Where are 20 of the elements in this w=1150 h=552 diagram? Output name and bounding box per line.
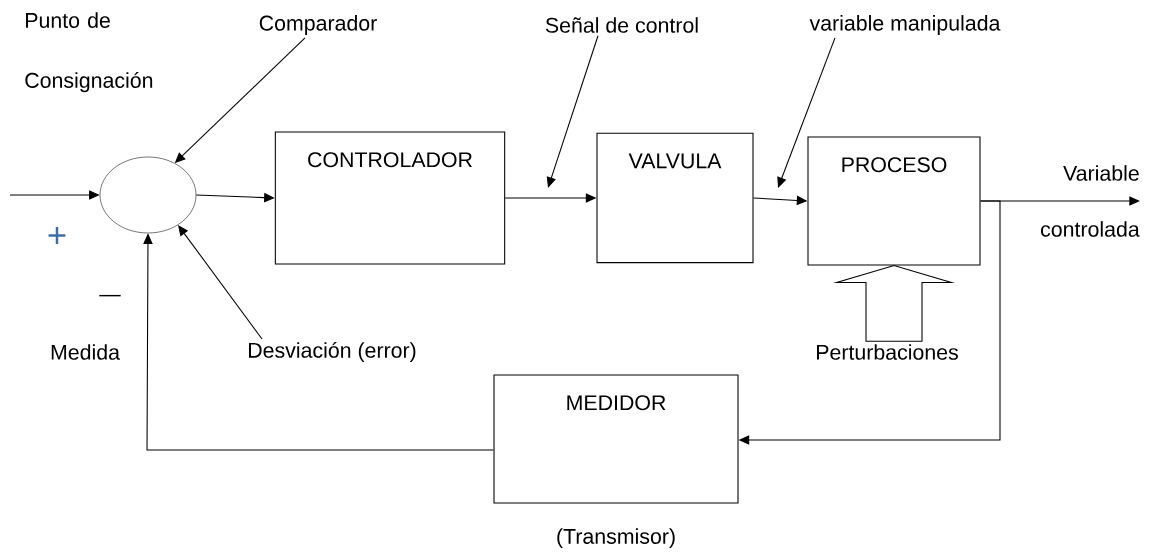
label: Medida [51,344,120,360]
label: Punto de Consignación [25,12,153,93]
callout-label: variable manipulada [809,15,1001,35]
minus-sign: — [99,294,121,297]
callout-label: Comparador [259,15,377,35]
comparator-circle [99,156,197,234]
process-box: PROCESO [807,136,981,266]
edge-label: Variable controlada [1041,165,1140,237]
leader-arrow [546,35,599,188]
process-box: VALVULA [596,132,754,264]
plus-sign: + [48,227,66,244]
process-box: CONTROLADOR [274,131,506,265]
block-arrow [833,264,956,342]
box-caption: (Transmisor) [557,528,675,549]
leader-arrow [777,37,836,188]
leader-arrow [178,225,263,340]
callout-label: Desviación (error) [249,341,416,363]
callout-label: Señal de control [545,17,698,33]
callout-label: Perturbaciones [817,344,958,360]
process-box: MEDIDOR [493,374,739,504]
